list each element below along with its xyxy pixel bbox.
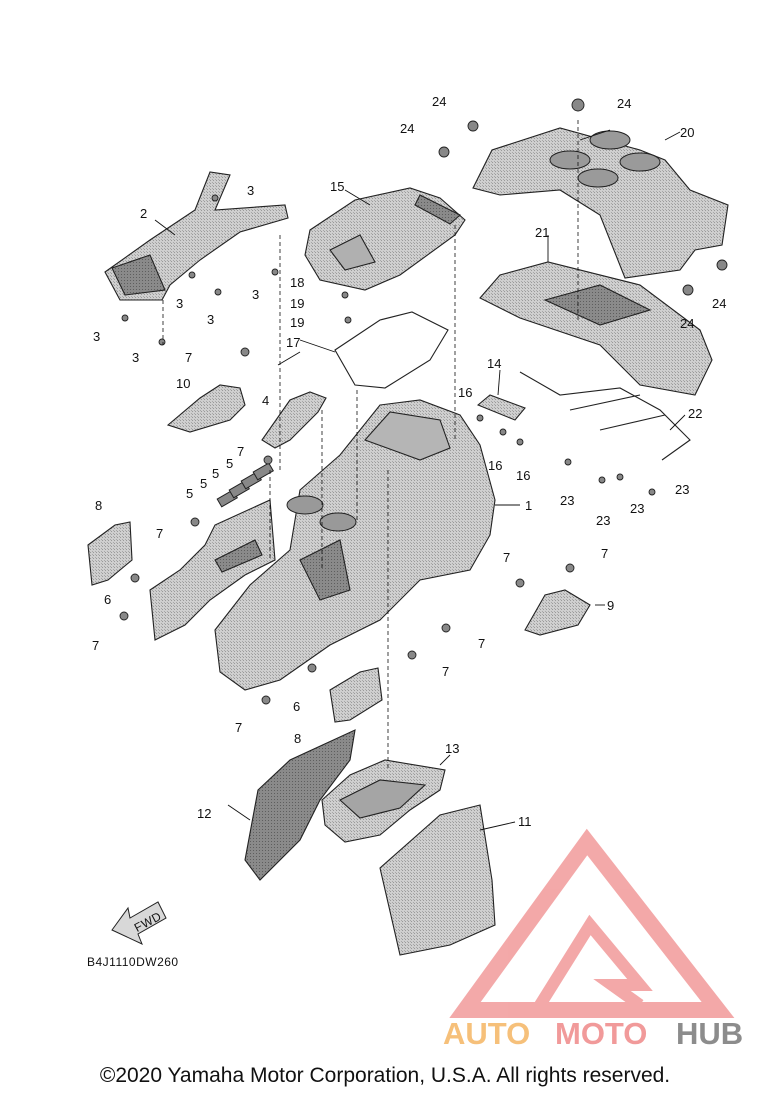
callout-10: 10 xyxy=(176,376,190,391)
callout-19-a: 19 xyxy=(290,296,304,311)
callout-24-a: 24 xyxy=(432,94,446,109)
callout-23-c: 23 xyxy=(630,501,644,516)
part-17-seal xyxy=(334,311,449,389)
callout-labels: 1 2 3 3 3 3 3 3 4 5 5 5 5 6 6 7 7 7 7 7 … xyxy=(92,94,726,829)
callout-4: 4 xyxy=(262,393,269,408)
part-13-bin xyxy=(321,759,446,843)
fasteners xyxy=(119,98,728,705)
callout-7-d: 7 xyxy=(92,638,99,653)
callout-23-a: 23 xyxy=(560,493,574,508)
callout-3-f: 3 xyxy=(252,287,259,302)
callout-24-c: 24 xyxy=(617,96,631,111)
diagram-code: B4J1110DW260 xyxy=(87,955,179,969)
part-5-buttons xyxy=(216,462,274,508)
callout-24-d: 24 xyxy=(712,296,726,311)
part-side-bracket xyxy=(149,499,276,641)
callout-19-b: 19 xyxy=(290,315,304,330)
callout-8-b: 8 xyxy=(294,731,301,746)
callout-7-c: 7 xyxy=(156,526,163,541)
callout-8-a: 8 xyxy=(95,498,102,513)
callout-3-e: 3 xyxy=(132,350,139,365)
callout-16-c: 16 xyxy=(516,468,530,483)
callout-5-c: 5 xyxy=(200,476,207,491)
callout-7-h: 7 xyxy=(503,550,510,565)
part-21-shelf xyxy=(479,261,713,396)
callout-7-i: 7 xyxy=(601,546,608,561)
callout-12: 12 xyxy=(197,806,211,821)
callout-3-a: 3 xyxy=(247,183,254,198)
callout-22: 22 xyxy=(688,406,702,421)
callout-7-e: 7 xyxy=(235,720,242,735)
fwd-arrow: FWD xyxy=(111,901,167,945)
part-2-bezel xyxy=(104,171,289,301)
callout-7-g: 7 xyxy=(442,664,449,679)
copyright-notice: ©2020 Yamaha Motor Corporation, U.S.A. A… xyxy=(99,1064,671,1087)
part-15-lid xyxy=(304,187,466,291)
part-20-cup-holder xyxy=(472,127,729,279)
callout-14: 14 xyxy=(487,356,501,371)
callout-9: 9 xyxy=(607,598,614,613)
part-8-panel-lower xyxy=(329,667,383,723)
callout-3-c: 3 xyxy=(207,312,214,327)
callout-5-d: 5 xyxy=(186,486,193,501)
callout-2: 2 xyxy=(140,206,147,221)
callout-7-a: 7 xyxy=(185,350,192,365)
leader-lines xyxy=(154,129,686,831)
callout-5-b: 5 xyxy=(212,466,219,481)
watermark-logo xyxy=(449,828,735,1018)
callout-3-b: 3 xyxy=(176,296,183,311)
callout-16-b: 16 xyxy=(488,458,502,473)
part-11-side-cover xyxy=(379,804,496,956)
watermark-text: AUTO MOTO HUB xyxy=(443,1016,743,1051)
callout-13: 13 xyxy=(445,741,459,756)
callout-18: 18 xyxy=(290,275,304,290)
callout-21: 21 xyxy=(535,225,549,240)
svg-text:AUTO: AUTO xyxy=(443,1016,530,1051)
part-12-side-panel xyxy=(244,729,356,881)
callout-15: 15 xyxy=(330,179,344,194)
svg-text:MOTO: MOTO xyxy=(555,1016,647,1051)
alignment-lines xyxy=(162,120,579,770)
part-9-mount xyxy=(524,589,591,636)
callout-20: 20 xyxy=(680,125,694,140)
callout-24-b: 24 xyxy=(400,121,414,136)
callout-7-b: 7 xyxy=(237,444,244,459)
callout-1: 1 xyxy=(525,498,532,513)
part-10-cover xyxy=(166,384,246,433)
part-14-bracket xyxy=(476,394,526,421)
svg-text:HUB: HUB xyxy=(676,1016,743,1051)
callout-11: 11 xyxy=(518,814,532,829)
callout-23-b: 23 xyxy=(596,513,610,528)
part-22-rod xyxy=(519,371,691,461)
callout-6-b: 6 xyxy=(293,699,300,714)
callout-17: 17 xyxy=(286,335,300,350)
callout-24-e: 24 xyxy=(680,316,694,331)
part-8-panel-upper xyxy=(87,521,133,586)
callout-5-a: 5 xyxy=(226,456,233,471)
part-4-trim xyxy=(261,391,327,449)
callout-23-d: 23 xyxy=(675,482,689,497)
callout-7-f: 7 xyxy=(478,636,485,651)
callout-3-d: 3 xyxy=(93,329,100,344)
callout-6-a: 6 xyxy=(104,592,111,607)
callout-16-a: 16 xyxy=(458,385,472,400)
part-1-console xyxy=(214,399,496,691)
